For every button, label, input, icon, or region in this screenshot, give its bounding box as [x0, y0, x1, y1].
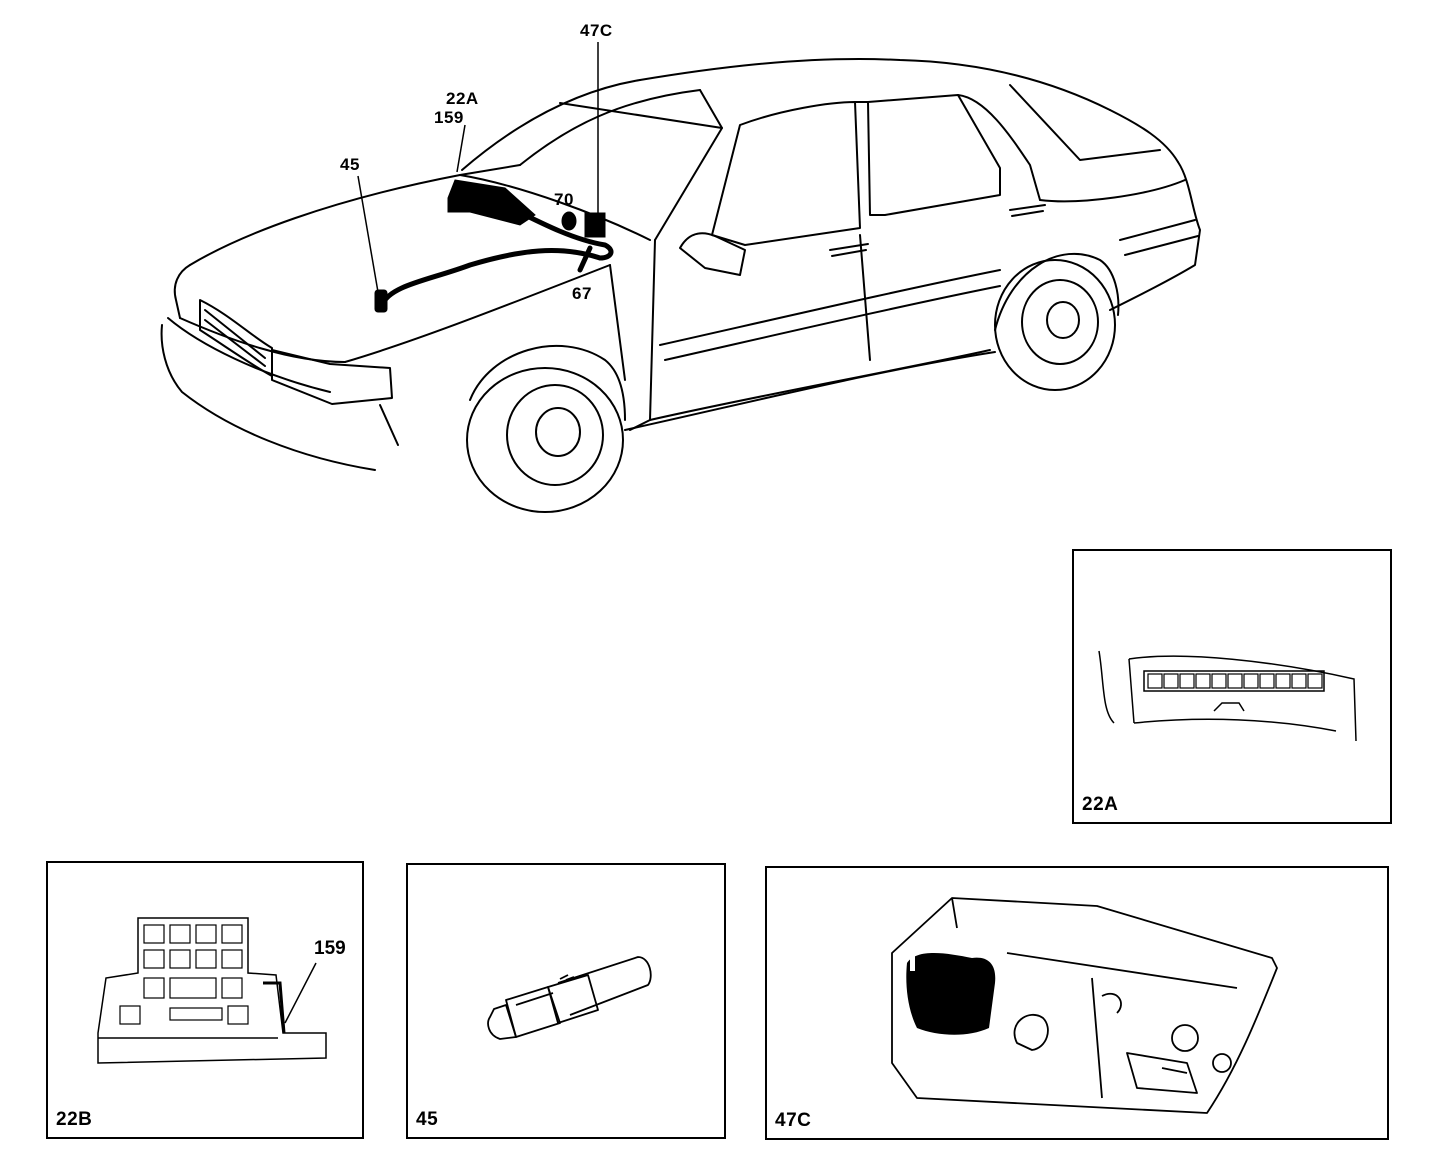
callout-159: 159: [434, 108, 464, 127]
panel-label: 45: [416, 1109, 439, 1130]
fuse-box-illustration: [1098, 650, 1357, 742]
temperature-sensor-illustration: [487, 956, 652, 1040]
detail-panel-22a: 22A: [1072, 549, 1392, 824]
detail-panel-45: 45: [406, 863, 726, 1139]
callout-45: 45: [340, 155, 360, 174]
detail-panel-22b: 159 22B: [46, 861, 364, 1139]
panel-label: 22B: [56, 1109, 93, 1130]
instrument-cluster-illustration: [891, 897, 1278, 1114]
panel-label: 47C: [775, 1110, 812, 1131]
connector-block-illustration: [97, 917, 327, 1064]
callout-47c: 47C: [580, 21, 613, 40]
callout-70: 70: [554, 190, 574, 209]
panel-label: 22A: [1082, 794, 1119, 815]
detail-panel-47c: 47C: [765, 866, 1389, 1140]
callout-67: 67: [572, 284, 592, 303]
callout-22a: 22A: [446, 89, 479, 108]
callout-159: 159: [314, 938, 346, 959]
